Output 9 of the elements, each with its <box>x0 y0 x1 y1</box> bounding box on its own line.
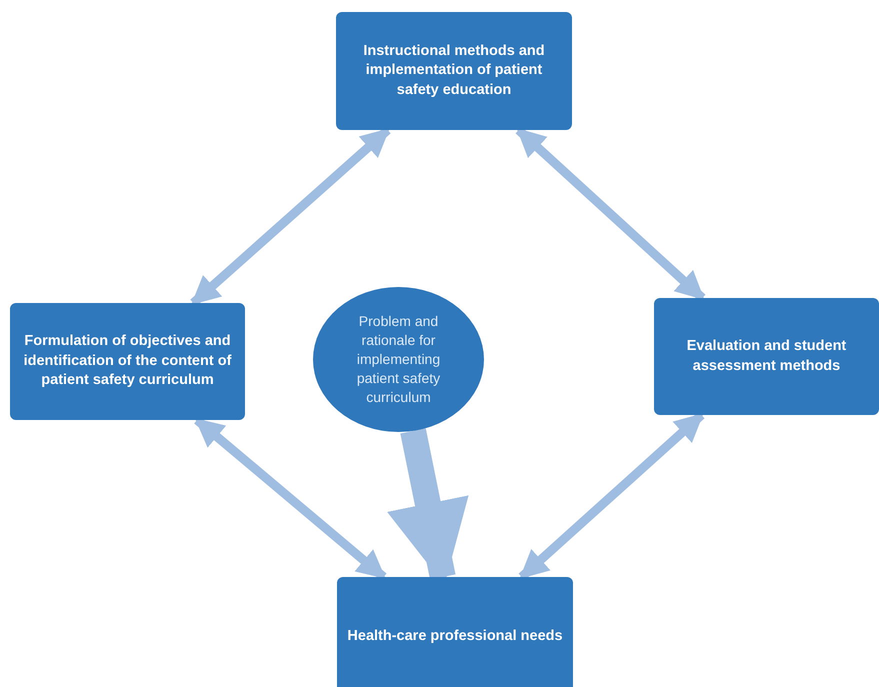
box-label: Problem and rationale for implementing patient safety curriculum <box>356 312 442 407</box>
process-box <box>336 12 572 130</box>
box-label: Evaluation and student assessment methods <box>686 336 848 376</box>
box-label: Instructional methods and implementation of patient safety education <box>362 42 546 100</box>
process-box <box>654 298 879 415</box>
process-box <box>337 577 573 687</box>
box-label: Formulation of objectives and identification of the content of patient safety curriculum <box>22 332 232 390</box>
box-label: Health-care professional needs <box>347 627 563 646</box>
process-box <box>10 303 245 420</box>
